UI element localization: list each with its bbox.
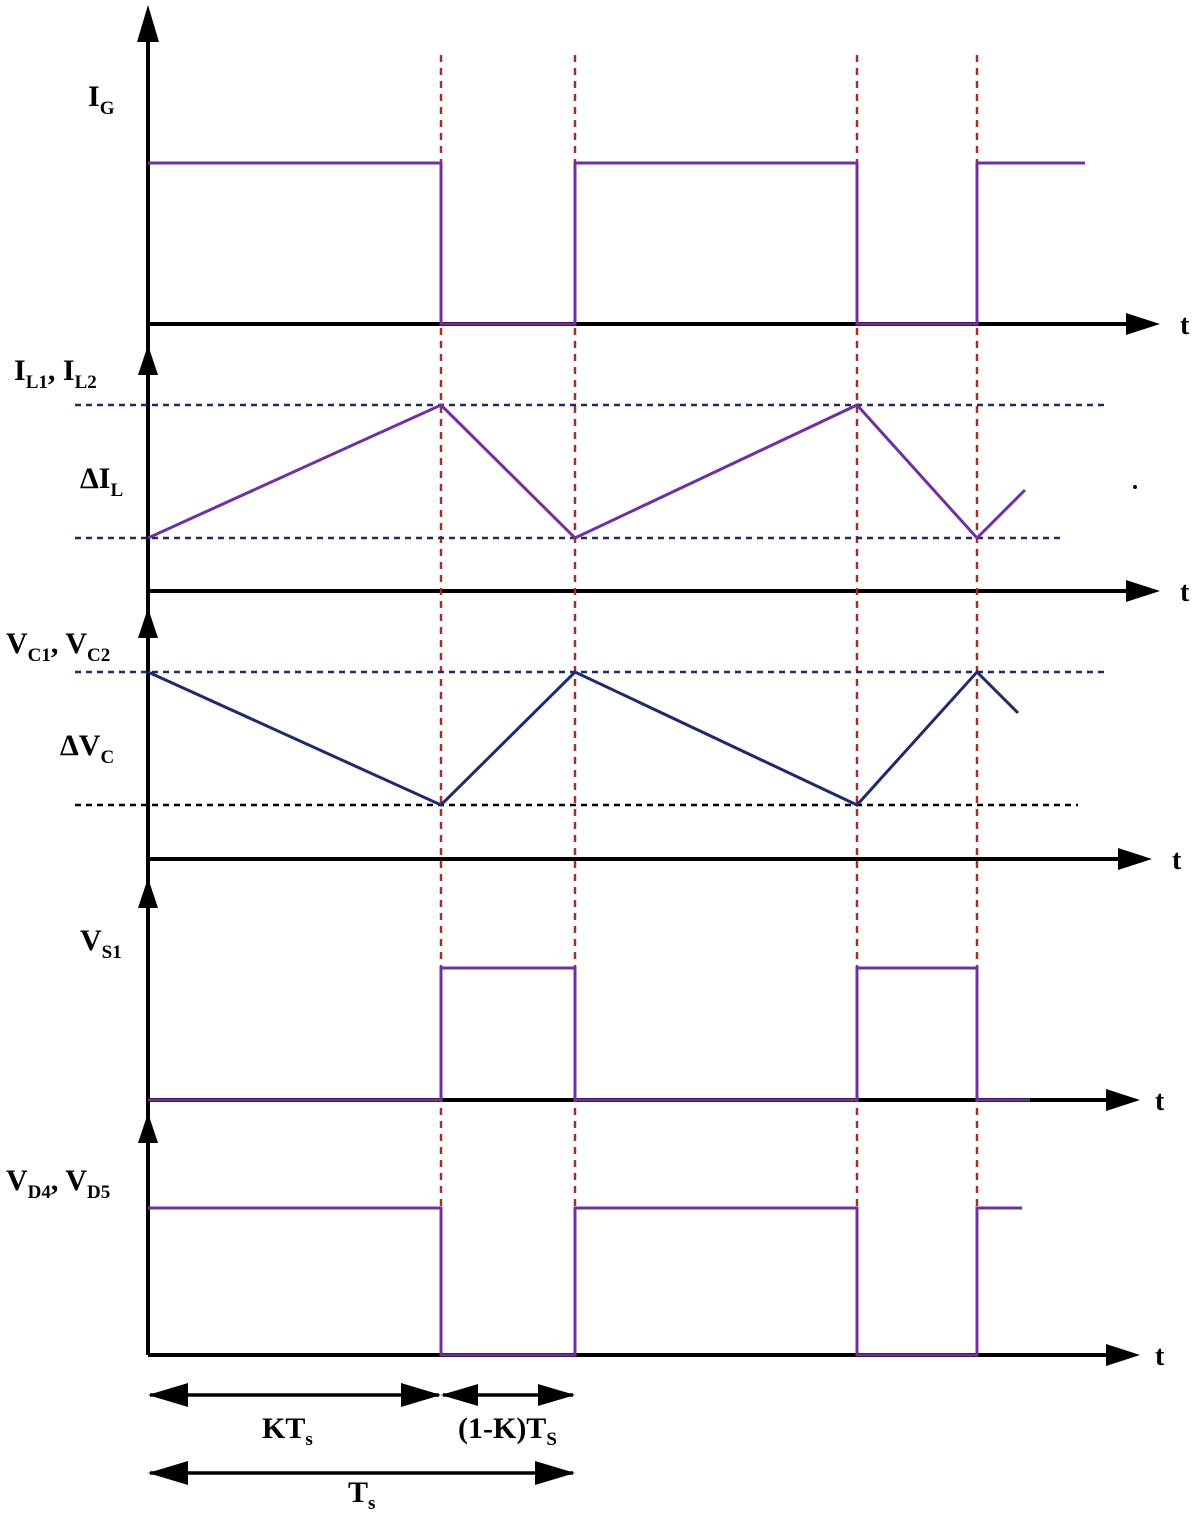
stray-dot	[1133, 485, 1137, 489]
vs1-label: VS1	[80, 924, 122, 963]
time-axis-ig	[148, 313, 1160, 335]
vertical-axis-arrow	[137, 5, 159, 42]
il-label: IL1, IL2	[14, 354, 97, 393]
t-label-ig: t	[1180, 310, 1190, 341]
axis-arrow-panel-3	[138, 608, 158, 638]
axis-arrow-panel-5	[138, 1113, 158, 1143]
vc-label: VC1, VC2	[6, 627, 110, 666]
axis-arrow-panel-4	[138, 878, 158, 908]
one-minus-k-dimension	[441, 1384, 575, 1406]
t-label-il: t	[1180, 577, 1190, 608]
one-minus-k-label: (1-K)TS	[458, 1412, 557, 1450]
delta-vc-label: ΔVC	[60, 729, 114, 768]
delta-il-label: ΔIL	[80, 462, 123, 501]
t-label-vd: t	[1155, 1341, 1165, 1372]
time-axis-vd	[148, 1344, 1140, 1366]
vs1-waveform	[148, 966, 1030, 1102]
ig-waveform	[148, 161, 1085, 326]
ts-dimension	[148, 1461, 575, 1485]
kts-dimension	[148, 1383, 441, 1407]
vd-waveform	[148, 1206, 1022, 1357]
t-label-vs1: t	[1155, 1086, 1165, 1117]
switching-markers	[439, 55, 979, 1355]
t-label-vc: t	[1172, 845, 1182, 876]
vd-label: VD4, VD5	[6, 1164, 110, 1203]
il-waveform	[147, 403, 1027, 541]
axis-arrow-panel-2	[138, 345, 158, 375]
kts-label: KTs	[262, 1412, 313, 1450]
ts-label: Ts	[348, 1476, 375, 1514]
time-axis-il	[148, 580, 1160, 602]
time-axis-vc	[148, 848, 1152, 870]
vc-waveform	[147, 669, 1020, 807]
ig-label: IG	[88, 80, 115, 119]
